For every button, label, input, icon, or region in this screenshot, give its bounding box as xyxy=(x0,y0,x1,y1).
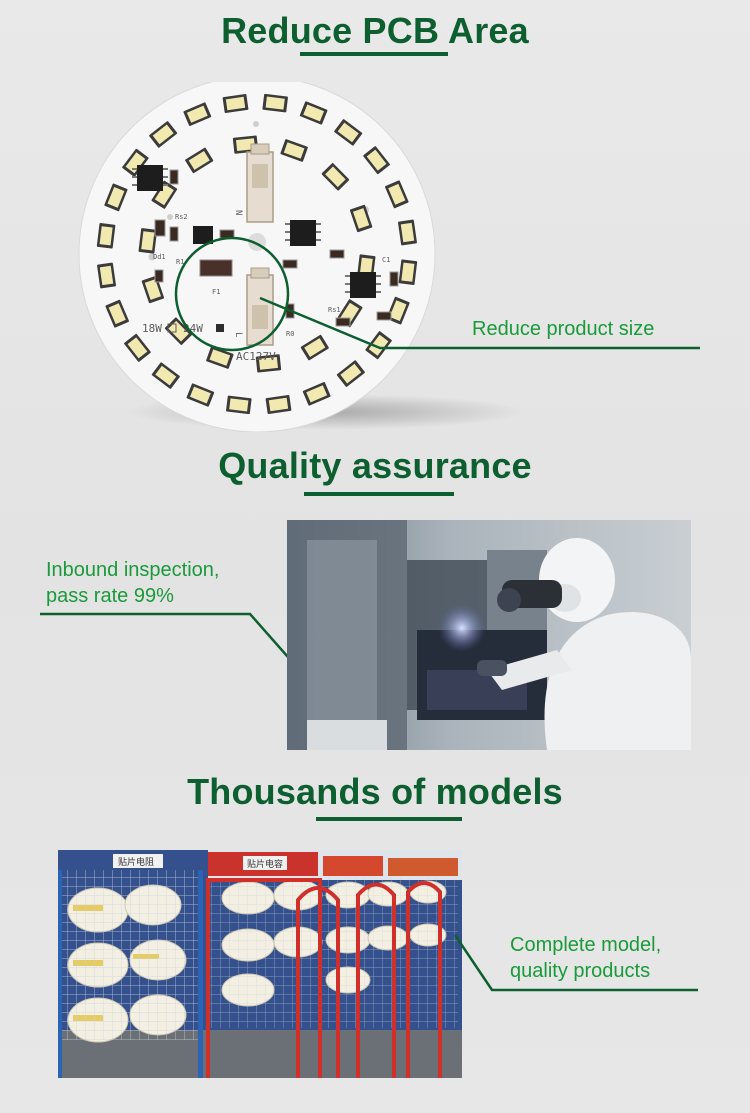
callout-line-3 xyxy=(453,934,698,992)
connector-n xyxy=(246,143,274,223)
led-chip xyxy=(122,148,149,177)
ic-chip-small xyxy=(193,226,213,244)
led-chip xyxy=(226,395,252,415)
led-chip xyxy=(349,204,373,233)
label-rs1: Rs1 xyxy=(328,306,341,314)
led-chip xyxy=(386,296,410,325)
led-chip xyxy=(222,94,249,114)
led-chip xyxy=(262,93,288,113)
callout-inbound-inspection: Inbound inspection, pass rate 99% xyxy=(46,557,219,609)
led-chip xyxy=(280,139,308,162)
callout-line-2 xyxy=(40,612,296,666)
checkbox-18w xyxy=(167,323,177,333)
led-chip xyxy=(151,180,178,209)
mount-hole xyxy=(167,214,173,220)
callout-complete-model: Complete model, quality products xyxy=(510,932,661,984)
led-chip xyxy=(138,228,158,254)
inspection-lab-photo xyxy=(287,520,691,750)
led-chip xyxy=(300,334,329,361)
label-d1: Dd1 xyxy=(153,253,166,261)
led-chip xyxy=(385,180,409,209)
label-c1: C1 xyxy=(382,256,390,264)
led-chip xyxy=(398,259,418,285)
heading-underline xyxy=(304,492,454,496)
led-chip xyxy=(336,360,365,387)
smd-passives xyxy=(154,169,399,327)
led-chip xyxy=(186,383,215,407)
ic-chip-center xyxy=(285,220,321,246)
ic-chip-left xyxy=(132,165,168,191)
label-r0: R0 xyxy=(286,330,294,338)
led-chip xyxy=(321,163,350,191)
led-chip xyxy=(302,382,331,406)
led-chip xyxy=(206,346,234,369)
led-chip xyxy=(265,394,292,414)
led-chip xyxy=(97,262,117,289)
ic-chip-right xyxy=(345,272,381,298)
pcb-board-image: N L R1 R0 Rs1 Rs2 Dd1 F1 C1 18W 24W AC12… xyxy=(60,82,700,432)
led-chip xyxy=(124,333,151,362)
label-n: N xyxy=(233,210,243,215)
led-chip xyxy=(397,219,417,246)
callout-line-a: Complete model, xyxy=(510,934,662,956)
mount-hole xyxy=(148,253,156,261)
led-chip xyxy=(104,183,128,212)
led-chip xyxy=(255,354,282,373)
connector-l xyxy=(246,267,274,346)
led-chip xyxy=(334,119,363,146)
component-shelves-photo: 贴片电阻 贴片电容 xyxy=(58,850,462,1078)
checkbox-24w xyxy=(216,324,224,332)
led-chip xyxy=(96,223,116,249)
highlight-circle xyxy=(174,236,290,352)
label-18w: 18W xyxy=(142,322,162,335)
label-24w: 24W xyxy=(183,322,203,335)
led-chip xyxy=(365,331,392,360)
heading-underline xyxy=(316,817,462,821)
led-chip xyxy=(151,362,180,389)
led-chip xyxy=(183,102,212,126)
callout-line-b: quality products xyxy=(510,960,651,982)
callout-reduce-product-size: Reduce product size xyxy=(472,318,655,340)
led-chip xyxy=(299,101,328,125)
led-chip xyxy=(149,121,178,148)
led-chip xyxy=(185,147,214,174)
label-voltage: AC127V xyxy=(236,350,276,363)
mount-hole xyxy=(253,121,259,127)
shelf-sign-1: 贴片电阻 xyxy=(118,856,154,868)
heading-quality-assurance: Quality assurance xyxy=(218,445,532,486)
heading-underline xyxy=(300,52,448,56)
led-chip xyxy=(105,299,129,328)
pcb-disc xyxy=(78,82,436,432)
label-r1: R1 xyxy=(176,258,184,266)
heading-reduce-pcb-area: Reduce PCB Area xyxy=(221,10,529,51)
shelf-sign-2: 贴片电容 xyxy=(247,858,283,870)
led-chip xyxy=(141,275,165,304)
callout-line-b: pass rate 99% xyxy=(46,585,174,607)
label-f1: F1 xyxy=(212,288,220,296)
label-l: L xyxy=(233,332,243,337)
silkscreen: N L R1 R0 Rs1 Rs2 Dd1 F1 C1 18W 24W AC12… xyxy=(142,210,390,363)
callout-line-a: Inbound inspection, xyxy=(46,559,220,581)
led-chip xyxy=(363,146,390,175)
callout-line-1 xyxy=(259,296,700,350)
heading-thousands-of-models: Thousands of models xyxy=(187,771,563,812)
label-rs2: Rs2 xyxy=(175,213,188,221)
